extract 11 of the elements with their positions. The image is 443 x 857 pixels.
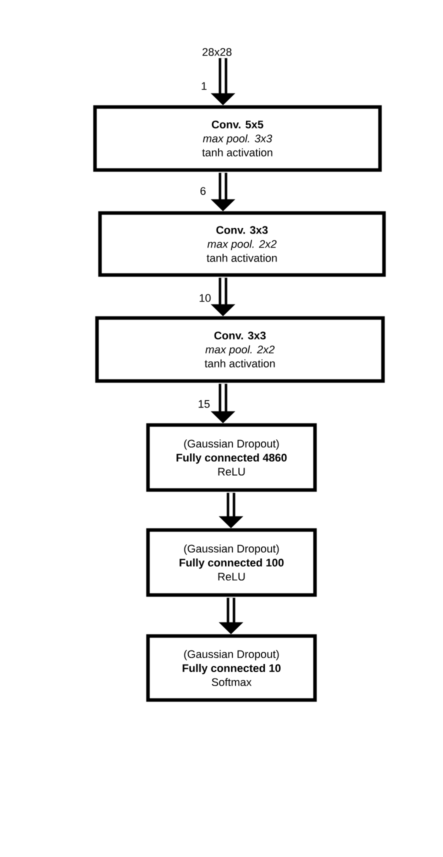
edge-label: 15	[198, 400, 210, 408]
layer-box: Conv. 5x5 max pool. 3x3 tanh activation	[93, 105, 382, 172]
layer-box: (Gaussian Dropout) Fully connected 100 ReLU	[146, 528, 317, 597]
layer-box: Conv. 3x3 max pool. 2x2 tanh activation	[98, 211, 386, 277]
input-size-label: 28x28	[202, 48, 232, 56]
edge-label: 10	[200, 294, 211, 302]
layer-box: (Gaussian Dropout) Fully connected 10 Softmax	[146, 634, 317, 702]
layer-box: Conv. 3x3 max pool. 2x2 tanh activation	[95, 316, 385, 383]
edge-label: 6	[200, 187, 206, 195]
edge-label: 1	[202, 82, 207, 90]
layer-box: (Gaussian Dropout) Fully connected 4860 ReLU	[146, 423, 317, 492]
